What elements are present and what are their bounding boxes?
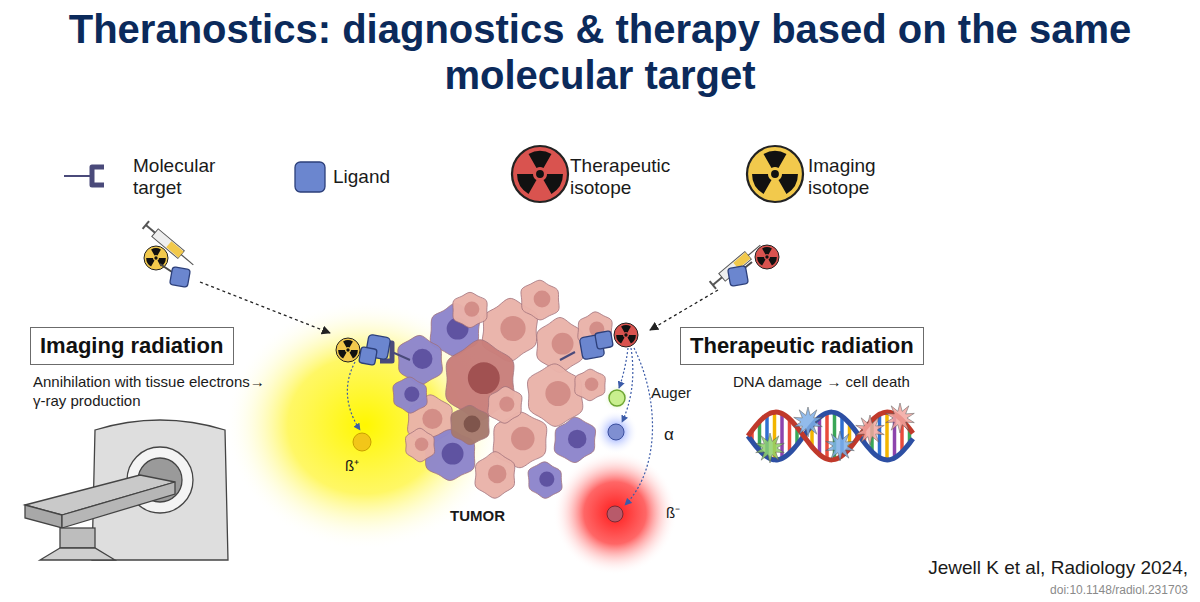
ligand-square <box>170 267 191 288</box>
doi: doi:10.1148/radiol.231703 <box>1050 583 1188 597</box>
injection-arrow <box>650 290 718 330</box>
auger-electron <box>609 390 625 406</box>
isotope-symbol <box>336 338 360 362</box>
target-receptor <box>64 167 104 185</box>
alpha-particle <box>608 424 624 440</box>
radiation-box: Therapeutic radiationDNA damage → cell d… <box>680 327 924 365</box>
radiation-box: Imaging radiationAnnihilation with tissu… <box>30 327 234 365</box>
box-description: Annihilation with tissue electrons→ γ-ra… <box>33 372 265 410</box>
auger-path <box>619 348 628 388</box>
particle-label: Auger <box>651 384 691 401</box>
isotope-symbol <box>747 146 803 202</box>
imaging-glow <box>225 300 505 550</box>
legend-label: Molecular target <box>133 155 238 199</box>
beta-path <box>625 348 652 505</box>
positron <box>353 433 371 451</box>
ligand-square <box>728 266 749 287</box>
isotope-symbol <box>512 146 568 202</box>
syringe <box>143 221 197 269</box>
positron-path <box>347 362 360 430</box>
title: Theranostics: diagnostics & therapy base… <box>20 6 1180 98</box>
particle-label: ß⁻ <box>666 502 680 522</box>
particle-label: α <box>664 425 674 445</box>
particle-label: ß⁺ <box>345 455 359 475</box>
box-heading: Therapeutic radiation <box>690 332 914 360</box>
ligand-square <box>295 162 325 192</box>
auger-glow <box>603 384 631 412</box>
tumor-label: TUMOR <box>450 507 505 524</box>
legend-label: Imaging isotope <box>808 155 908 199</box>
box-heading: Imaging radiation <box>40 332 224 360</box>
injection-arrow <box>200 282 330 333</box>
syringe <box>710 241 764 289</box>
dna-helix <box>748 403 914 463</box>
beta-glow <box>553 451 677 575</box>
alpha-path <box>622 348 633 422</box>
box-description: DNA damage → cell death <box>733 372 993 391</box>
legend-label: Ligand <box>333 166 423 188</box>
ligand-square <box>359 347 378 366</box>
alpha-glow <box>594 410 638 454</box>
isotope-symbol <box>755 245 779 269</box>
beta-particle <box>607 506 623 522</box>
legend-label: Therapeutic isotope <box>570 155 680 199</box>
tumor-cells <box>393 280 612 498</box>
isotope-symbol <box>614 323 638 347</box>
scanner <box>25 420 228 560</box>
citation: Jewell K et al, Radiology 2024, <box>928 557 1188 579</box>
ligand-square <box>595 331 614 350</box>
